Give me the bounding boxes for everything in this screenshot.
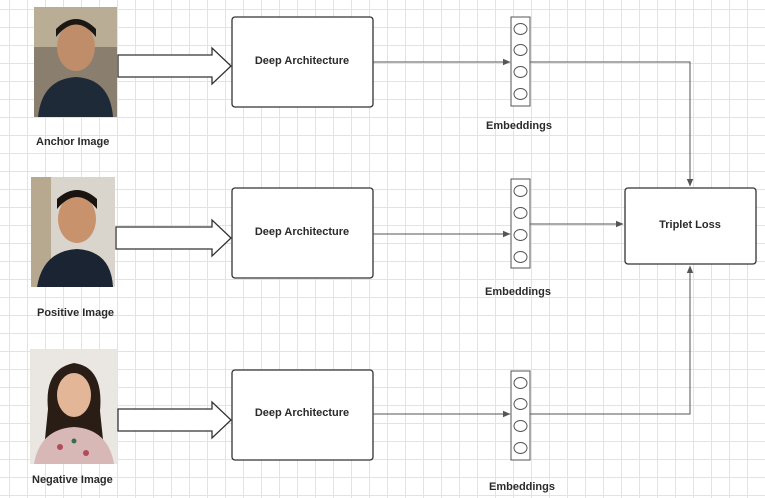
anchor-image-label: Anchor Image: [36, 136, 110, 148]
anchor-image-photo: [34, 7, 117, 117]
embedding-vector-negative: [510, 370, 531, 461]
block-arrow-negative: [117, 400, 232, 440]
negative-image-label: Negative Image: [32, 474, 113, 486]
block-arrow-anchor: [117, 46, 232, 86]
triplet-loss-box: Triplet Loss: [624, 187, 757, 265]
negative-image-photo: [30, 349, 117, 464]
embeddings-label-positive: Embeddings: [485, 286, 551, 298]
embedding-vector-anchor: [510, 16, 531, 107]
deep-architecture-box-positive: Deep Architecture: [231, 187, 374, 279]
block-arrow-positive: [115, 218, 232, 258]
embedding-vector-positive: [510, 178, 531, 269]
embeddings-label-anchor: Embeddings: [486, 120, 552, 132]
connector-anchor-to-loss: [530, 61, 694, 187]
connector-negative-to-loss: [530, 265, 694, 415]
deep-architecture-label: Deep Architecture: [255, 55, 349, 67]
positive-image-label: Positive Image: [37, 307, 115, 319]
deep-architecture-box-anchor: Deep Architecture: [231, 16, 374, 108]
deep-architecture-label: Deep Architecture: [255, 407, 349, 419]
triplet-loss-label: Triplet Loss: [659, 219, 721, 231]
deep-architecture-box-negative: Deep Architecture: [231, 369, 374, 461]
embeddings-label-negative: Embeddings: [489, 481, 555, 493]
positive-image-photo: [31, 177, 115, 287]
deep-architecture-label: Deep Architecture: [255, 226, 349, 238]
